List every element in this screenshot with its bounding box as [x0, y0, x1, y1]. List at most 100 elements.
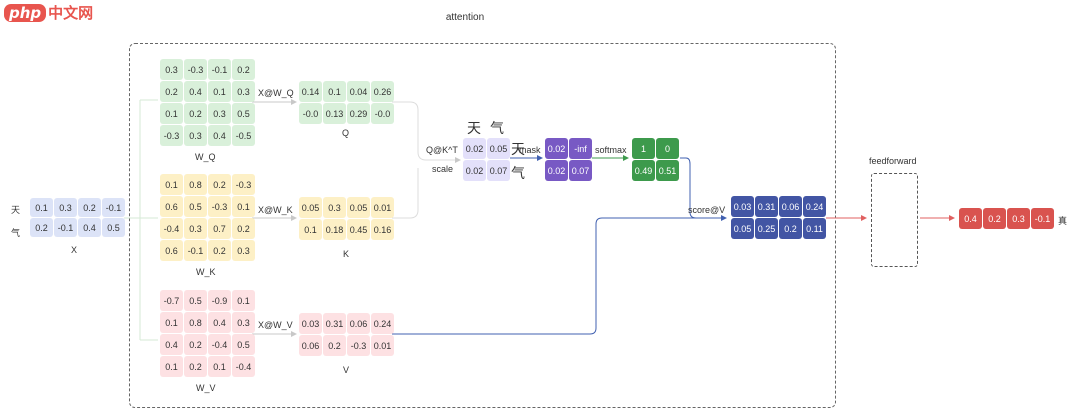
output-token-label: 真	[1058, 216, 1068, 226]
matrix-cell: 0.1	[232, 196, 255, 217]
matrix-cell: 0.06	[779, 196, 802, 217]
matrix-cell: 0.45	[347, 219, 370, 240]
op-xwv-label: X@W_V	[258, 320, 293, 330]
matrix-cell: -0.1	[102, 198, 125, 217]
op-scale-label: scale	[432, 164, 454, 174]
op-xwq-label: X@W_Q	[258, 88, 294, 98]
matrix-cell: 0.02	[463, 138, 486, 159]
wk-label: W_K	[196, 267, 216, 277]
feedforward-label: feedforward	[869, 156, 917, 166]
matrix-cell: 0.31	[755, 196, 778, 217]
matrix-cell: 0.2	[232, 218, 255, 239]
matrix-cell: 0.1	[232, 290, 255, 311]
matrix-cell: 0.1	[30, 198, 53, 217]
matrix-cell: 0.3	[160, 59, 183, 80]
matrix-cell: -0.1	[54, 218, 77, 237]
matrix-cell: -0.4	[208, 334, 231, 355]
matrix-cell: 0.29	[347, 103, 370, 124]
matrix-cell: 0.3	[54, 198, 77, 217]
score-col-label: 气	[490, 121, 504, 137]
matrix-cell: 0.3	[232, 240, 255, 261]
matrix-cell: 0.1	[208, 356, 231, 377]
matrix-cell: 0.02	[463, 160, 486, 181]
matrix-cell: 0.3	[232, 81, 255, 102]
matrix-cell: 0.2	[184, 356, 207, 377]
matrix-cell: 0.2	[184, 103, 207, 124]
matrix-cell: -0.4	[232, 356, 255, 377]
matrix-cell: 0.4	[959, 208, 982, 229]
line-v-to-out	[392, 217, 726, 335]
matrix-cell: 0.02	[545, 138, 568, 159]
site-watermark-logo: php 中文网	[4, 2, 93, 23]
matrix-cell: 0.13	[323, 103, 346, 124]
q-label: Q	[342, 128, 350, 138]
matrix-cell: -0.7	[160, 290, 183, 311]
matrix-cell: 0.07	[569, 160, 592, 181]
matrix-cell: -0.9	[208, 290, 231, 311]
matrix-cell: 0.4	[208, 125, 231, 146]
matrix-cell: 0.02	[545, 160, 568, 181]
matrix-cell: -0.1	[1031, 208, 1054, 229]
matrix-cell: 0.14	[299, 81, 322, 102]
op-qk-label: Q@K^T	[426, 145, 458, 155]
attention-block-boundary	[129, 43, 836, 408]
score-row-label: 气	[511, 166, 525, 182]
matrix-cell: 0.5	[184, 196, 207, 217]
matrix-cell: -0.5	[232, 125, 255, 146]
matrix-cell: 0.5	[232, 334, 255, 355]
matrix-cell: 0.2	[323, 335, 346, 356]
op-mask-label: mask	[519, 145, 541, 155]
matrix-cell: -inf	[569, 138, 592, 159]
matrix-cell: -0.3	[208, 196, 231, 217]
matrix-cell: 0.2	[983, 208, 1006, 229]
matrix-cell: 0.03	[299, 313, 322, 334]
matrix-cell: 0.05	[731, 218, 754, 239]
matrix-cell: 0.24	[803, 196, 826, 217]
matrix-cell: -0.0	[299, 103, 322, 124]
line-q-to-scores	[392, 101, 461, 163]
matrix-cell: 0.2	[78, 198, 101, 217]
matrix-cell: 0.03	[731, 196, 754, 217]
matrix-cell: 0.1	[160, 356, 183, 377]
matrix-cell: 0.11	[803, 218, 826, 239]
matrix-cell: 0.05	[299, 197, 322, 218]
matrix-cell: 0.5	[184, 290, 207, 311]
matrix-cell: 0.4	[78, 218, 101, 237]
v-label: V	[343, 365, 350, 375]
matrix-cell: 0.6	[160, 196, 183, 217]
watermark-cn: 中文网	[48, 4, 94, 22]
matrix-cell: 0.1	[160, 174, 183, 195]
matrix-cell: 0.8	[184, 312, 207, 333]
line-k-to-scores	[392, 168, 419, 219]
matrix-cell: 0.2	[184, 334, 207, 355]
input-row-label: 气	[11, 228, 21, 238]
matrix-cell: -0.3	[160, 125, 183, 146]
matrix-cell: 0.3	[1007, 208, 1030, 229]
matrix-cell: 0.3	[184, 218, 207, 239]
matrix-cell: 0.01	[371, 335, 394, 356]
matrix-cell: 0.31	[323, 313, 346, 334]
matrix-cell: 0.06	[299, 335, 322, 356]
matrix-cell: 1	[632, 138, 655, 159]
matrix-cell: -0.3	[232, 174, 255, 195]
matrix-cell: 0.1	[299, 219, 322, 240]
matrix-cell: 0.06	[347, 313, 370, 334]
matrix-cell: 0.2	[779, 218, 802, 239]
matrix-cell: 0.1	[323, 81, 346, 102]
matrix-cell: 0.3	[184, 125, 207, 146]
matrix-cell: 0.1	[160, 312, 183, 333]
matrix-cell: 0.3	[232, 312, 255, 333]
matrix-cell: 0.04	[347, 81, 370, 102]
